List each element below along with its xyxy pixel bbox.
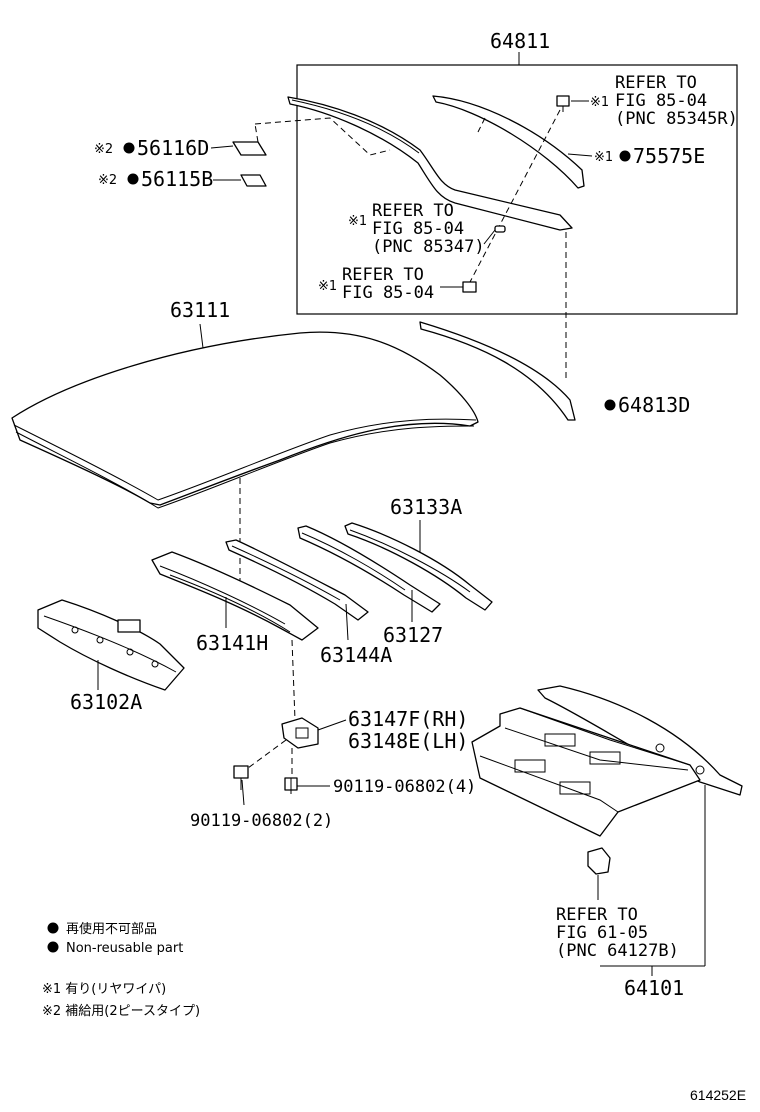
part-number-63133A: 63133A bbox=[390, 495, 462, 519]
note2-mark-b: ※2 bbox=[98, 173, 117, 188]
wiper-pivot-bolt bbox=[556, 95, 570, 112]
leader-63111 bbox=[199, 323, 204, 349]
leader-75575E bbox=[567, 153, 593, 157]
note1-mark-c: ※1 bbox=[348, 214, 367, 229]
wiper-guide-dashed bbox=[469, 109, 561, 283]
leader-56116D bbox=[210, 145, 234, 149]
ref3-line2: FIG 85-04 bbox=[342, 283, 434, 303]
roof-bow-63127 bbox=[297, 525, 441, 613]
part-number-56116D: 56116D bbox=[137, 136, 209, 160]
note2-mark-a: ※2 bbox=[94, 142, 113, 157]
spacer-56116D bbox=[232, 141, 267, 156]
ref4-line2: FIG 61-05 bbox=[556, 923, 648, 943]
front-header-63102A bbox=[37, 599, 185, 691]
bracket-63147F-63148E bbox=[281, 717, 319, 749]
legend-jp: 再使用不可部品 bbox=[66, 921, 157, 937]
non-reusable-dot-64813D bbox=[604, 399, 616, 411]
bolt-90119-2 bbox=[233, 765, 249, 790]
part-number-63144A: 63144A bbox=[320, 643, 392, 667]
non-reusable-dot-56115B bbox=[127, 173, 139, 185]
glass-clip bbox=[494, 225, 506, 233]
part-number-63102A: 63102A bbox=[70, 690, 142, 714]
leader-ref2 bbox=[483, 229, 496, 245]
roof-bow-63133A bbox=[344, 522, 493, 611]
part-number-bolt4: 90119-06802(4) bbox=[333, 777, 476, 797]
part-number-63147F: 63147F(RH) bbox=[348, 707, 468, 731]
legend-note1: ※1 有り(リヤワイパ) bbox=[42, 982, 166, 997]
ref1-line2: FIG 85-04 bbox=[615, 91, 707, 111]
glass-guide-dashed-2 bbox=[477, 117, 486, 133]
spacer-56115B bbox=[240, 174, 267, 187]
part-number-64101: 64101 bbox=[624, 976, 684, 1000]
non-reusable-dot-75575E bbox=[619, 150, 631, 162]
note1-mark-a: ※1 bbox=[590, 95, 609, 110]
bracket-guide-dashed bbox=[247, 739, 287, 769]
back-window-group-box bbox=[296, 64, 738, 315]
upper-moulding bbox=[432, 95, 585, 189]
part-number-63111: 63111 bbox=[170, 298, 230, 322]
package-tray-panel-64101 bbox=[471, 685, 743, 837]
part-number-63141H: 63141H bbox=[196, 631, 268, 655]
ref1-line3: (PNC 85345R) bbox=[615, 109, 738, 129]
ref2-line1: REFER TO bbox=[372, 201, 454, 221]
note1-mark-b: ※1 bbox=[594, 150, 613, 165]
ref2-line2: FIG 85-04 bbox=[372, 219, 464, 239]
ref4-line3: (PNC 64127B) bbox=[556, 941, 679, 961]
spacer-guide-dashed bbox=[254, 123, 259, 143]
roof-panel bbox=[11, 331, 479, 509]
legend-dot-jp bbox=[47, 922, 59, 934]
figure-id: 614252E bbox=[690, 1087, 746, 1103]
weatherstrip-64813D bbox=[419, 321, 576, 421]
part-number-63127: 63127 bbox=[383, 623, 443, 647]
leader-63147F bbox=[317, 719, 347, 731]
roof-bow-63141H bbox=[151, 551, 319, 641]
part-number-75575E: 75575E bbox=[633, 144, 705, 168]
legend-dot-en bbox=[47, 941, 59, 953]
wiper-nut bbox=[462, 281, 477, 293]
tray-clip bbox=[587, 847, 611, 875]
non-reusable-dot-56116D bbox=[123, 142, 135, 154]
part-number-64811: 64811 bbox=[490, 29, 550, 53]
part-number-64813D: 64813D bbox=[618, 393, 690, 417]
roof-bow-63144A bbox=[225, 539, 369, 621]
bow-guide-dashed bbox=[291, 639, 296, 721]
leader-63144A bbox=[345, 603, 349, 641]
bolt-90119-4 bbox=[284, 777, 298, 794]
legend-note2: ※2 補給用(2ピースタイプ) bbox=[42, 1004, 200, 1019]
note1-mark-d: ※1 bbox=[318, 279, 337, 294]
part-number-bolt2: 90119-06802(2) bbox=[190, 811, 333, 831]
glass-guide-dashed bbox=[254, 117, 391, 156]
ref2-line3: (PNC 85347) bbox=[372, 237, 485, 257]
back-window-glass bbox=[287, 96, 573, 231]
ref3-line1: REFER TO bbox=[342, 265, 424, 285]
legend-en: Non-reusable part bbox=[66, 941, 183, 956]
part-number-63148E: 63148E(LH) bbox=[348, 729, 468, 753]
ref1-line1: REFER TO bbox=[615, 73, 697, 93]
leader-bolt2 bbox=[241, 779, 245, 806]
part-number-56115B: 56115B bbox=[141, 167, 213, 191]
ref4-line1: REFER TO bbox=[556, 905, 638, 925]
